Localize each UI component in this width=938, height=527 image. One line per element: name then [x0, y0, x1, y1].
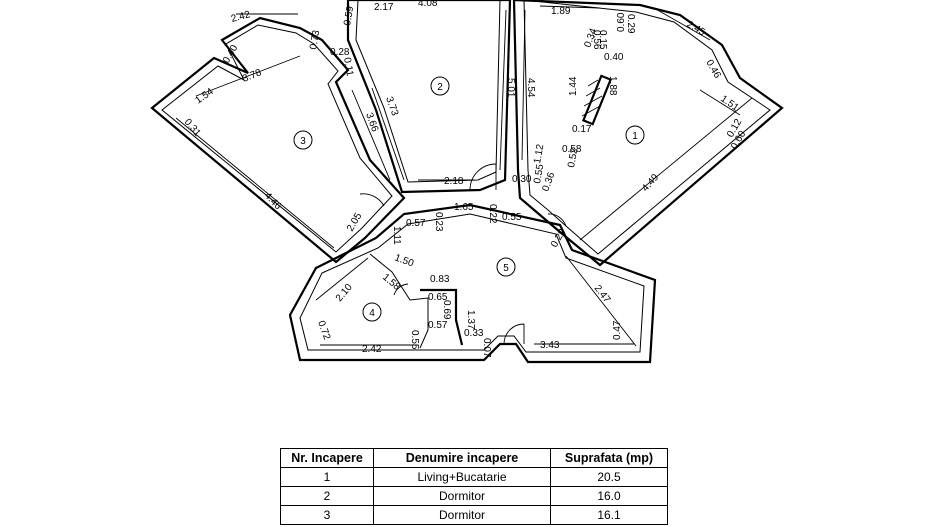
- dimension-label: 1.65: [454, 202, 474, 213]
- dimension-label: 2.17: [374, 2, 394, 13]
- dimension-label: 0.17: [572, 124, 592, 135]
- room-marker-5: 5: [496, 257, 516, 277]
- dimension-label: 0.65: [428, 292, 448, 303]
- cell-room-number: 1: [280, 467, 374, 487]
- dimension-label: 2.42: [230, 9, 252, 25]
- dimension-label: 0.69: [441, 300, 452, 320]
- dimension-label: 1.11: [391, 226, 402, 245]
- table-row: 2 Dormitor 16.0: [280, 486, 668, 506]
- header-area: Suprafata (mp): [550, 448, 668, 468]
- dimension-label: 0.46: [703, 58, 722, 81]
- table-row: 1 Living+Bucatarie 20.5: [280, 467, 668, 487]
- dimension-label: 0.72: [315, 319, 332, 341]
- room-number-5: 5: [503, 263, 509, 274]
- dimension-label: 0.15: [597, 30, 608, 50]
- cell-area: 20.5: [550, 467, 668, 487]
- dimension-label: 0.22: [487, 204, 498, 224]
- room-marker-3: 3: [293, 130, 313, 150]
- room-markers: 1 2 3 4 5: [293, 76, 645, 322]
- dimension-label: 2.45: [685, 19, 708, 38]
- dimension-label: 0.30: [512, 174, 532, 185]
- room-legend-table: Nr. Incapere Denumire incapere Suprafata…: [280, 448, 668, 525]
- dimension-label: 5.01: [505, 78, 516, 98]
- dimension-label: 4.46: [262, 190, 284, 212]
- dimension-label: 4.08: [418, 0, 438, 9]
- room-number-3: 3: [300, 136, 306, 147]
- cell-room-name: Living+Bucatarie: [373, 467, 551, 487]
- dimension-label: 2.10: [334, 282, 355, 304]
- dimension-label: 0.59: [342, 5, 356, 27]
- cell-area: 16.0: [550, 486, 668, 506]
- cell-room-number: 3: [280, 505, 374, 525]
- dimension-label: 1.12: [532, 143, 546, 165]
- dimension-label: 1.50: [393, 252, 415, 269]
- dimension-lines: [175, 5, 753, 347]
- dimension-label: 1.88: [607, 76, 618, 96]
- dimension-label: 0.55: [532, 163, 546, 185]
- dimension-label: 0.33: [464, 328, 484, 339]
- room-marker-1: 1: [625, 125, 645, 145]
- dimension-label: 2.47: [592, 283, 613, 305]
- room-marker-4: 4: [362, 302, 382, 322]
- room-number-1: 1: [632, 131, 638, 142]
- dimension-label: 0.11: [341, 57, 355, 78]
- header-room-name: Denumire incapere: [373, 448, 551, 468]
- cell-room-name: Dormitor: [373, 486, 551, 506]
- dimension-label: 0.47: [612, 320, 623, 340]
- table-row: 3 Dormitor 16.1: [280, 505, 668, 525]
- room-number-4: 4: [369, 308, 375, 319]
- dimension-label: 0.40: [221, 43, 240, 66]
- room-number-2: 2: [437, 82, 443, 93]
- dimension-label: 1.51: [718, 93, 741, 113]
- room-marker-2: 2: [430, 76, 450, 96]
- dimension-label: 0.55: [409, 330, 420, 350]
- dimension-label: 0.60: [616, 12, 627, 32]
- dimension-label: 1.89: [551, 6, 571, 17]
- dimension-label: 0.52: [566, 147, 580, 169]
- dimension-label: 1.37: [465, 310, 476, 330]
- dimension-label: 2.05: [345, 211, 364, 234]
- dimension-label: 0.58: [562, 144, 582, 155]
- dimension-label: 0.40: [604, 52, 624, 63]
- cell-room-number: 2: [280, 486, 374, 506]
- dimension-label: 3.43: [540, 340, 560, 351]
- dimension-label: 0.83: [430, 274, 450, 285]
- dimension-label: 1.44: [568, 76, 579, 96]
- outer-walls: [150, 0, 784, 364]
- table-header-row: Nr. Incapere Denumire incapere Suprafata…: [280, 448, 668, 468]
- cell-area: 16.1: [550, 505, 668, 525]
- dimension-label: 0.28: [330, 47, 350, 58]
- hatched-segment: [581, 74, 613, 126]
- dimension-labels: 2.42 0.73 0.59 2.17 4.08 1.89 0.56 0.29 …: [182, 0, 749, 358]
- dimension-label: 1.58: [380, 272, 402, 293]
- dimension-label: 0.55: [502, 212, 522, 223]
- dimension-label: 0.56: [591, 30, 602, 50]
- door-swings: [359, 163, 567, 345]
- dimension-label: 0.57: [406, 218, 426, 229]
- dimension-label: 0.23: [433, 212, 444, 232]
- floor-plan: 1 2 3 4 5 2.42 0.73 0.59 2.17: [150, 0, 784, 364]
- dimension-label: 2.42: [362, 344, 382, 355]
- dimension-label: 0.73: [308, 29, 322, 51]
- cell-room-name: Dormitor: [373, 505, 551, 525]
- dimension-label: 4.54: [525, 78, 536, 98]
- dimension-label: 0.57: [428, 320, 448, 331]
- dimension-label: 1.54: [193, 86, 216, 106]
- dimension-label: 2.18: [444, 176, 464, 187]
- dimension-label: 0.29: [625, 14, 636, 34]
- header-room-number: Nr. Incapere: [280, 448, 374, 468]
- dimension-label: 0.07: [481, 338, 492, 358]
